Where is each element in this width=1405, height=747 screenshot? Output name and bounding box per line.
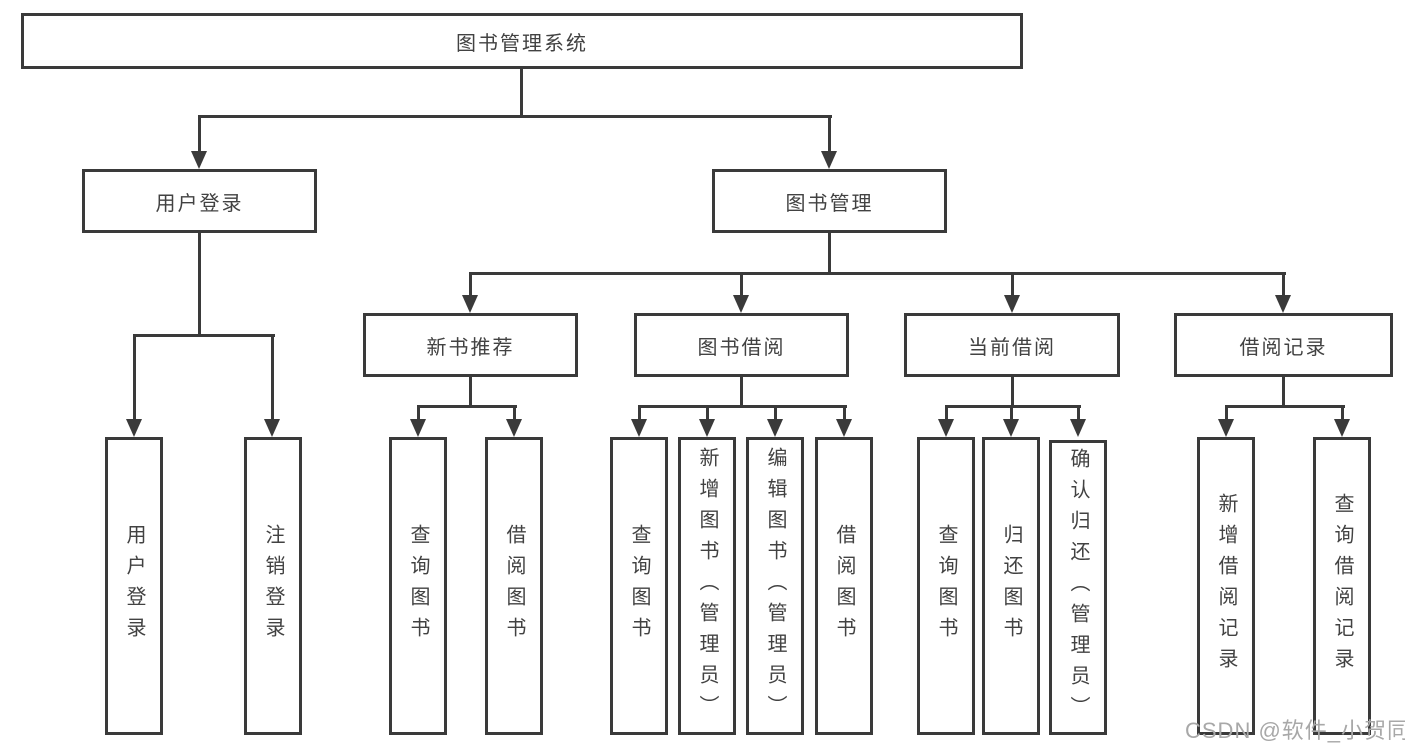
node-leaf-add-borrow-record-label: 新增借阅记录 (1215, 493, 1237, 679)
arrowhead-icon (1004, 295, 1020, 313)
node-system-root-label: 图书管理系统 (456, 32, 588, 55)
node-leaf-query-borrow-record-label: 查询借阅记录 (1331, 493, 1353, 679)
node-leaf-recommend-query-books: 查询图书 (389, 437, 447, 735)
connector-line (469, 272, 1286, 275)
node-book-management: 图书管理 (712, 169, 947, 233)
node-borrowing-records: 借阅记录 (1174, 313, 1393, 377)
node-leaf-recommend-query-books-label: 查询图书 (407, 524, 429, 648)
connector-line (520, 69, 523, 118)
node-new-book-recommendation-label: 新书推荐 (426, 336, 515, 359)
arrowhead-icon (264, 419, 280, 437)
node-leaf-add-borrow-record: 新增借阅记录 (1197, 437, 1255, 735)
connector-line (1010, 405, 1013, 423)
arrowhead-icon (733, 295, 749, 313)
connector-line (513, 405, 516, 423)
node-leaf-borrowing-query-books: 查询图书 (610, 437, 668, 735)
connector-line (198, 115, 201, 155)
arrowhead-icon (767, 419, 783, 437)
connector-line (133, 334, 136, 421)
connector-line (740, 272, 743, 297)
arrowhead-icon (462, 295, 478, 313)
connector-line (417, 405, 517, 408)
arrowhead-icon (631, 419, 647, 437)
arrowhead-icon (1218, 419, 1234, 437)
node-leaf-borrowing-query-books-label: 查询图书 (628, 524, 650, 648)
connector-line (1225, 405, 1345, 408)
connector-line (133, 334, 275, 337)
node-system-root: 图书管理系统 (21, 13, 1023, 69)
arrowhead-icon (938, 419, 954, 437)
arrowhead-icon (1275, 295, 1291, 313)
connector-line (706, 405, 709, 423)
connector-line (469, 272, 472, 297)
node-current-borrowing-label: 当前借阅 (968, 336, 1056, 359)
connector-line (828, 233, 831, 275)
arrowhead-icon (836, 419, 852, 437)
node-leaf-logout-label: 注销登录 (262, 524, 284, 648)
node-leaf-current-query-books: 查询图书 (917, 437, 975, 735)
connector-line (271, 334, 274, 421)
node-leaf-edit-books-admin: 编辑图书（管理员） (746, 437, 804, 735)
node-leaf-user-login-label: 用户登录 (123, 524, 145, 648)
node-leaf-recommend-borrow-books-label: 借阅图书 (503, 524, 525, 648)
arrowhead-icon (1334, 419, 1350, 437)
node-book-management-label: 图书管理 (785, 192, 874, 215)
node-leaf-borrow-books: 借阅图书 (815, 437, 873, 735)
arrowhead-icon (191, 151, 207, 169)
arrowhead-icon (1070, 419, 1086, 437)
node-leaf-recommend-borrow-books: 借阅图书 (485, 437, 543, 735)
connector-line (638, 405, 641, 423)
node-current-borrowing: 当前借阅 (904, 313, 1120, 377)
node-leaf-confirm-return-admin-label: 确认归还（管理员） (1067, 448, 1089, 727)
connector-line (1341, 405, 1344, 423)
connector-line (1077, 405, 1080, 423)
connector-line (1011, 377, 1014, 408)
connector-line (1225, 405, 1228, 423)
connector-line (1011, 272, 1014, 297)
node-leaf-borrow-books-label: 借阅图书 (833, 524, 855, 648)
connector-line (1282, 377, 1285, 408)
connector-line (1282, 272, 1285, 297)
node-user-login-label: 用户登录 (155, 192, 244, 215)
arrowhead-icon (821, 151, 837, 169)
arrowhead-icon (410, 419, 426, 437)
arrowhead-icon (1003, 419, 1019, 437)
csdn-watermark: CSDN @软件_小贺同学 (1185, 718, 1405, 743)
node-leaf-confirm-return-admin: 确认归还（管理员） (1049, 440, 1107, 735)
connector-line (740, 377, 743, 408)
node-new-book-recommendation: 新书推荐 (363, 313, 578, 377)
node-leaf-query-borrow-record: 查询借阅记录 (1313, 437, 1371, 735)
connector-line (198, 233, 201, 337)
connector-line (828, 115, 831, 155)
node-leaf-current-query-books-label: 查询图书 (935, 524, 957, 648)
node-leaf-logout: 注销登录 (244, 437, 302, 735)
node-leaf-add-books-admin-label: 新增图书（管理员） (696, 446, 718, 726)
connector-line (945, 405, 948, 423)
connector-line (417, 405, 420, 423)
arrowhead-icon (506, 419, 522, 437)
node-user-login: 用户登录 (82, 169, 317, 233)
node-leaf-edit-books-admin-label: 编辑图书（管理员） (764, 446, 786, 726)
connector-line (469, 377, 472, 408)
node-leaf-return-books: 归还图书 (982, 437, 1040, 735)
connector-line (638, 405, 847, 408)
connector-line (198, 115, 832, 118)
connector-line (843, 405, 846, 423)
node-borrowing-records-label: 借阅记录 (1239, 336, 1328, 359)
connector-line (774, 405, 777, 423)
node-leaf-add-books-admin: 新增图书（管理员） (678, 437, 736, 735)
arrowhead-icon (699, 419, 715, 437)
node-book-borrowing: 图书借阅 (634, 313, 849, 377)
node-book-borrowing-label: 图书借阅 (697, 336, 786, 359)
arrowhead-icon (126, 419, 142, 437)
connector-line (945, 405, 1081, 408)
node-leaf-return-books-label: 归还图书 (1000, 524, 1022, 648)
node-leaf-user-login: 用户登录 (105, 437, 163, 735)
